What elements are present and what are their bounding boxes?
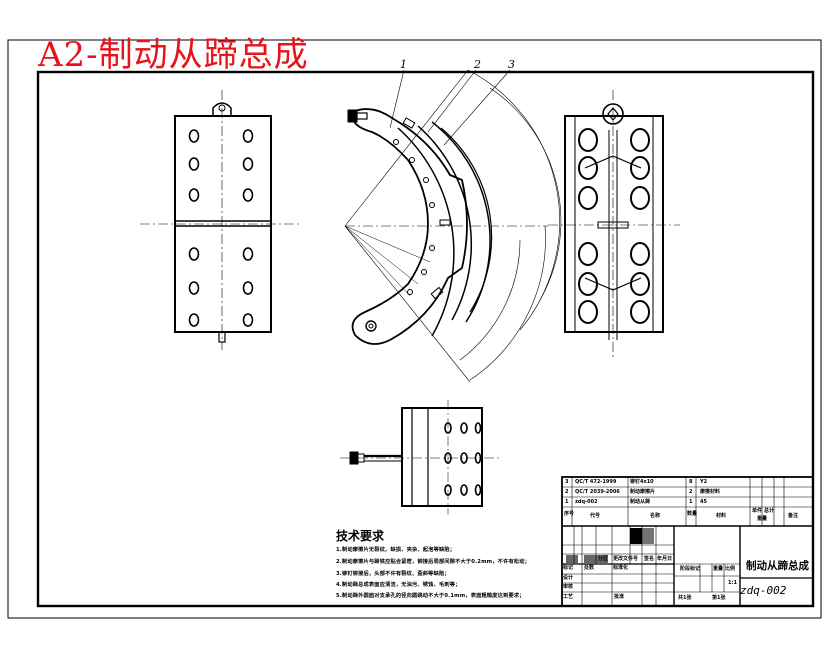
part-label-2: 2 [474,58,481,71]
rivet-hole [188,281,200,295]
rivet-hole [578,128,598,152]
header-code: 代号 [590,513,601,519]
sign-stage: 阶段标记 [680,566,701,572]
sign-weight: 重量 [713,566,724,572]
rivet-hole [444,484,452,496]
rivet-hole [242,247,254,261]
sheets-total: 共1张 [678,595,692,601]
inner-frame [36,70,815,608]
rivet-hole [460,422,468,434]
header-seq: 序号 [564,511,575,517]
rivet-hole [444,422,452,434]
tech-requirement-item: 4.制动蹄总成表面应清洁，无油污、锈蚀、毛刺等； [336,582,461,588]
rivet-hole [578,300,598,324]
rivet-hole [460,452,468,464]
part-label-1: 1 [400,58,407,71]
header-name: 名称 [650,513,661,519]
sign-doc: 更改文件号 [613,556,639,562]
tech-requirement-item: 2.制动摩擦片与蹄铁应贴合紧密，铆接后局部间隙不大于0.2mm，不许有松动； [336,559,530,565]
sign-mark: 标记 [563,565,574,571]
header-weight: 重量 [757,516,768,522]
parts-row-code: QC/T 2039-2006 [575,489,620,495]
rivet-hole [242,157,254,171]
sign-standard: 标准化 [613,565,629,571]
parts-row-qty: 8 [689,479,693,485]
sign-count: 处数 [584,565,595,571]
parts-row-name: 制动从蹄 [630,499,651,505]
sign-date: 年月日 [657,556,673,562]
rear-view [548,90,680,358]
top-view-rivet-holes [444,422,482,496]
drawing-name: 制动从蹄总成 [746,560,809,572]
scale-value: 1:1 [728,580,737,586]
parts-row-note: Y2 [700,479,708,485]
rivet-hole [188,129,200,143]
rivet-hole [188,313,200,327]
parts-row-code: QC/T 472-1999 [575,479,617,485]
rear-rivet-holes [578,128,650,324]
sign-scale: 比例 [725,566,736,572]
rivet-hole [630,242,650,266]
arc-side-view [344,69,562,383]
sign-review: 审核 [563,584,574,590]
header-remark: 备注 [788,513,799,519]
rivet-hole [474,484,482,496]
rivet-hole [242,313,254,327]
rivet-hole [444,452,452,464]
parts-row-note: 45 [700,499,707,505]
parts-row-code: zdq-002 [575,499,598,505]
header-qty: 数量 [687,511,698,517]
rivet-hole [630,272,650,296]
tech-requirement-item: 5.制动蹄外圆面对支承孔的径向圆跳动不大于0.1mm，表面粗糙度达到要求； [336,593,525,599]
tech-requirement-item: 1.制动摩擦片无裂纹、缺损、夹杂、起泡等缺陷； [336,547,456,553]
rivet-hole [242,281,254,295]
rivet-hole [630,300,650,324]
sign-sign: 签名 [644,556,655,562]
top-view [340,400,500,515]
front-view [140,90,300,350]
tech-requirement-item: 3.铆钉铆接后，头部不许有裂纹、歪斜等缺陷； [336,571,450,577]
rivet-hole [242,129,254,143]
rivet-hole [242,188,254,202]
rivet-hole [578,186,598,210]
rivet-hole [474,422,482,434]
rivet-hole [630,128,650,152]
rivet-hole [474,452,482,464]
title-block [561,476,814,607]
sheet-number: 第1张 [712,595,726,601]
rivet-hole [460,484,468,496]
header-single: 单件 [752,508,763,514]
parts-row-qty: 1 [689,499,693,505]
parts-row-seq: 1 [565,499,569,505]
rivet-hole [188,188,200,202]
rivet-hole [578,272,598,296]
tech-requirements-title: 技术要求 [336,529,385,543]
parts-row-name: 制动摩擦片 [630,489,656,495]
parts-row-seq: 2 [565,489,569,495]
rivet-hole [630,186,650,210]
parts-row-note: 摩擦材料 [700,489,721,495]
sign-zone: 分区 [598,556,609,562]
front-rivet-holes [188,129,254,327]
parts-row-qty: 2 [689,489,693,495]
sign-design: 设计 [563,575,574,581]
header-total: 总计 [764,508,775,514]
parts-row-seq: 3 [565,479,569,485]
rivet-hole [578,156,598,180]
drawing-code: zdq-002 [740,584,787,597]
outer-frame [7,39,822,619]
rivet-hole [630,156,650,180]
drawing-title-tag: A2-制动从蹄总成 [38,35,309,75]
sign-approve: 批准 [614,594,625,600]
header-material: 材料 [716,513,727,519]
rivet-hole [188,247,200,261]
parts-row-name: 铆钉4x10 [630,479,654,485]
sign-process: 工艺 [563,594,574,600]
rivet-hole [188,157,200,171]
rivet-hole [578,242,598,266]
part-label-3: 3 [508,58,515,71]
